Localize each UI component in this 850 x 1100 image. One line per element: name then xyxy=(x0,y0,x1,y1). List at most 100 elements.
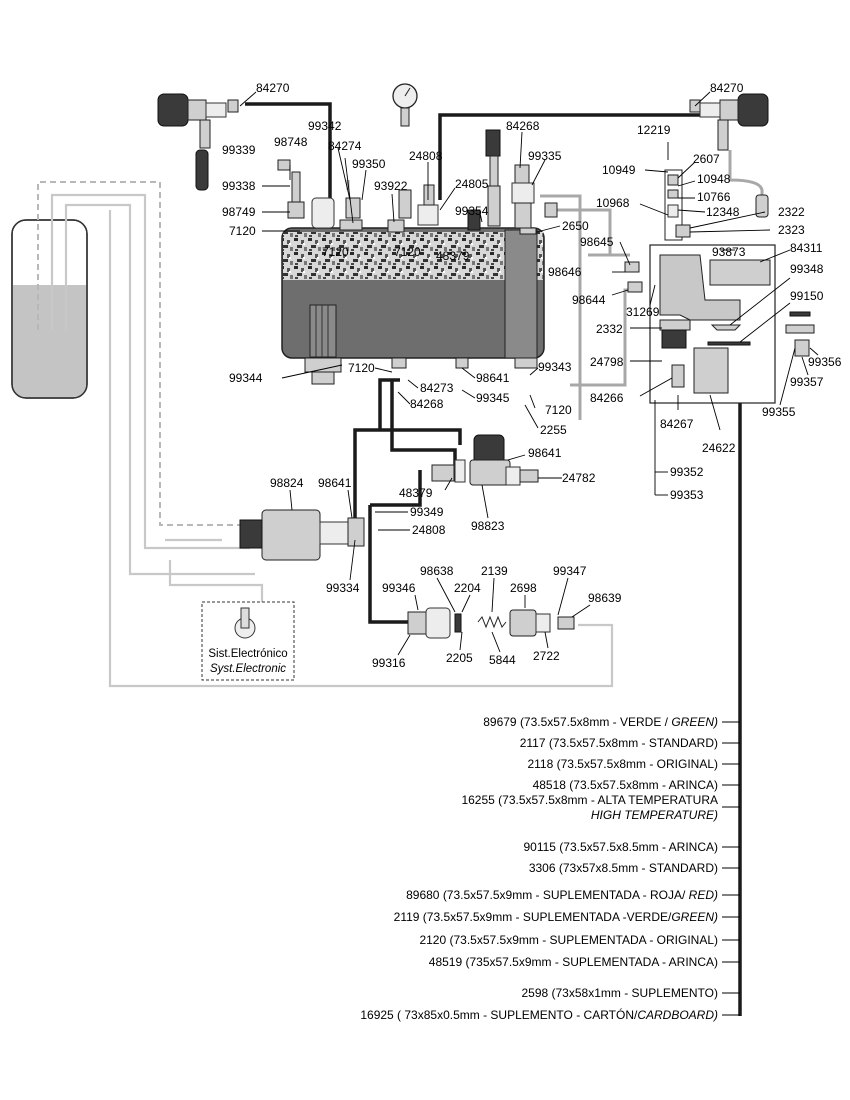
part-label: 99150 xyxy=(790,289,824,303)
gasket-option: 48519 (735x57.5x9mm - SUPLEMENTADA - ARI… xyxy=(428,955,718,969)
part-label: 98823 xyxy=(471,519,505,533)
part-label: 98749 xyxy=(222,205,256,219)
part-label: 93873 xyxy=(712,245,746,259)
electronic-system-label-en: Syst.Electronic xyxy=(209,663,287,675)
part-label: 48379 xyxy=(399,486,433,500)
gasket-option: 89679 (73.5x57.5x8mm - VERDE / GREEN) xyxy=(483,715,718,729)
part-label: 2204 xyxy=(454,581,481,595)
part-label: 2332 xyxy=(596,322,623,336)
part-label: 24622 xyxy=(702,441,736,455)
part-label: 84268 xyxy=(410,397,444,411)
part-label: 5844 xyxy=(489,653,516,667)
part-labels: 84270 84270 99342 84274 99350 93922 2480… xyxy=(222,81,842,670)
gasket-option: 90115 (73.5x57.5x8.5mm - ARINCA) xyxy=(523,840,718,854)
part-label: 2139 xyxy=(481,564,508,578)
gasket-option: 3306 (73x57x8.5mm - STANDARD) xyxy=(528,861,718,875)
flowmeter-filter xyxy=(407,607,575,639)
part-label: 98644 xyxy=(572,293,606,307)
part-label: 31269 xyxy=(626,305,660,319)
part-label: 2323 xyxy=(778,223,805,237)
part-label: 98641 xyxy=(528,446,562,460)
part-label: 99349 xyxy=(410,505,444,519)
part-label: 84270 xyxy=(256,81,290,95)
leader-lines xyxy=(239,91,819,656)
part-label: 10766 xyxy=(697,190,731,204)
gasket-option: 2117 (73.5x57.5x8mm - STANDARD) xyxy=(519,736,718,750)
part-label: 24808 xyxy=(412,523,446,537)
gasket-option: HIGH TEMPERATURE) xyxy=(590,808,718,822)
gasket-option: 89680 (73.5x57.5x9mm - SUPLEMENTADA - RO… xyxy=(406,888,718,902)
gasket-option: 2598 (73x58x1mm - SUPLEMENTO) xyxy=(521,986,718,1000)
part-label: 93922 xyxy=(374,179,408,193)
part-label: 99354 xyxy=(455,204,489,218)
part-label: 84267 xyxy=(660,417,694,431)
part-label: 99350 xyxy=(352,157,386,171)
part-label: 84274 xyxy=(328,139,362,153)
part-label: 12219 xyxy=(637,123,671,137)
part-label: 2322 xyxy=(778,205,805,219)
part-label: 84268 xyxy=(506,119,540,133)
pipes-light xyxy=(37,181,614,688)
part-label: 99356 xyxy=(808,355,842,369)
part-label: 98748 xyxy=(274,135,308,149)
part-label: 7120 xyxy=(229,224,256,238)
part-label: 99347 xyxy=(553,564,587,578)
electronic-system-label: Sist.Electrónico xyxy=(208,648,288,660)
part-label: 98641 xyxy=(318,476,352,490)
part-label: 2255 xyxy=(540,423,567,437)
part-label: 98641 xyxy=(476,371,510,385)
part-label: 98638 xyxy=(420,564,454,578)
part-label: 84266 xyxy=(590,391,624,405)
boiler-top-fittings xyxy=(277,129,558,235)
part-label: 2698 xyxy=(510,581,537,595)
part-label: 99357 xyxy=(790,375,824,389)
part-label: 10948 xyxy=(697,172,731,186)
gasket-option: 2118 (73.5x57.5x8mm - ORIGINAL) xyxy=(527,757,718,771)
part-label: 2650 xyxy=(562,219,589,233)
part-label: 84270 xyxy=(710,81,744,95)
part-label: 99316 xyxy=(372,656,406,670)
part-label: 99342 xyxy=(308,119,342,133)
steam-valve-right xyxy=(689,93,769,218)
part-label: 98639 xyxy=(588,591,622,605)
part-label: 99345 xyxy=(476,391,510,405)
part-label: 2205 xyxy=(446,651,473,665)
part-label: 99348 xyxy=(790,262,824,276)
gasket-option: 16925 ( 73x85x0.5mm - SUPLEMENTO - CARTÓ… xyxy=(360,1008,718,1022)
legend-ticks xyxy=(722,721,740,1016)
gasket-option: 2120 (73.5x57.5x9mm - SUPLEMENTADA - ORI… xyxy=(419,933,718,947)
gasket-option: 48518 (73.5x57.5x8mm - ARINCA) xyxy=(532,778,718,792)
part-label: 99355 xyxy=(762,405,796,419)
part-label: 7120 xyxy=(545,403,572,417)
gasket-option: 16255 (73.5x57.5x8mm - ALTA TEMPERATURA xyxy=(461,793,718,807)
gasket-option: 2119 (73.5x57.5x9mm - SUPLEMENTADA -VERD… xyxy=(393,910,718,924)
part-label: 24782 xyxy=(562,471,596,485)
part-label: 2607 xyxy=(693,152,720,166)
part-label: 99339 xyxy=(222,143,256,157)
pipes-grey xyxy=(346,150,764,420)
part-label: 10968 xyxy=(596,196,630,210)
part-label: 24798 xyxy=(590,355,624,369)
part-label: 98646 xyxy=(548,265,582,279)
part-label: 99334 xyxy=(326,581,360,595)
group-head xyxy=(624,169,815,404)
part-label: 84311 xyxy=(790,241,823,255)
steam-valve-left xyxy=(157,93,239,191)
part-label: 24805 xyxy=(455,177,489,191)
electronic-system-box xyxy=(201,601,295,681)
part-label: 2722 xyxy=(533,649,560,663)
part-label: 48379 xyxy=(436,249,470,263)
part-label: 7120 xyxy=(348,361,375,375)
part-label: 24808 xyxy=(409,149,443,163)
pump xyxy=(239,509,365,561)
part-label: 98824 xyxy=(270,476,304,490)
part-label: 99338 xyxy=(222,179,256,193)
part-label: 99352 xyxy=(670,465,704,479)
part-label: 7120 xyxy=(322,245,349,259)
part-label: 99353 xyxy=(670,488,704,502)
part-label: 98645 xyxy=(580,235,614,249)
part-label: 99346 xyxy=(382,581,416,595)
part-label: 10949 xyxy=(602,163,636,177)
part-label: 99344 xyxy=(229,371,263,385)
